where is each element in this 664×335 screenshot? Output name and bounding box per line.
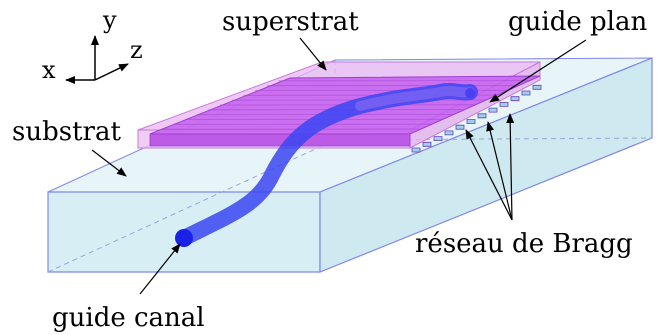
label-reseau-de-bragg: réseau de Bragg xyxy=(415,229,633,259)
grating-tooth xyxy=(477,113,487,119)
bragg-arrow-1 xyxy=(465,129,513,221)
film-front-face xyxy=(149,133,411,147)
y-axis-label: y xyxy=(102,6,117,34)
label-guide-canal: guide canal xyxy=(52,303,205,333)
label-substrat: substrat xyxy=(12,117,121,147)
waveguide-far-end xyxy=(465,88,475,98)
grating-tooth xyxy=(455,124,465,130)
channel-waveguide-fade xyxy=(355,86,475,111)
grating-tooth xyxy=(411,147,421,153)
bragg-grating xyxy=(411,84,542,153)
bragg-arrow-2 xyxy=(486,121,513,221)
label-superstrat: superstrat xyxy=(222,7,359,37)
grating-tooth xyxy=(466,119,476,124)
grating-tooth xyxy=(521,90,531,96)
superstrat-arrow xyxy=(299,37,327,71)
waveguide-input-facet xyxy=(175,229,193,247)
substrat-arrow xyxy=(91,149,127,177)
grating-tooth xyxy=(444,130,454,136)
grating-tooth xyxy=(499,102,509,107)
x-axis-label: x xyxy=(42,56,56,84)
coordinate-axes: y x z xyxy=(42,6,143,84)
bragg-arrow-3 xyxy=(506,113,515,221)
grating-tooth xyxy=(532,84,542,90)
z-axis-label: z xyxy=(130,36,143,64)
hidden-edge-2 xyxy=(334,137,653,141)
grating-tooth xyxy=(422,141,432,147)
guide-plan-arrow xyxy=(489,39,587,103)
guide-canal-arrow xyxy=(139,243,181,295)
annotation-arrows xyxy=(91,37,587,295)
grating-tooth xyxy=(433,136,443,141)
label-guide-plan: guide plan xyxy=(508,7,647,37)
grating-tooth xyxy=(488,107,498,113)
z-axis-arrow xyxy=(94,63,129,81)
grating-tooth xyxy=(510,96,520,102)
